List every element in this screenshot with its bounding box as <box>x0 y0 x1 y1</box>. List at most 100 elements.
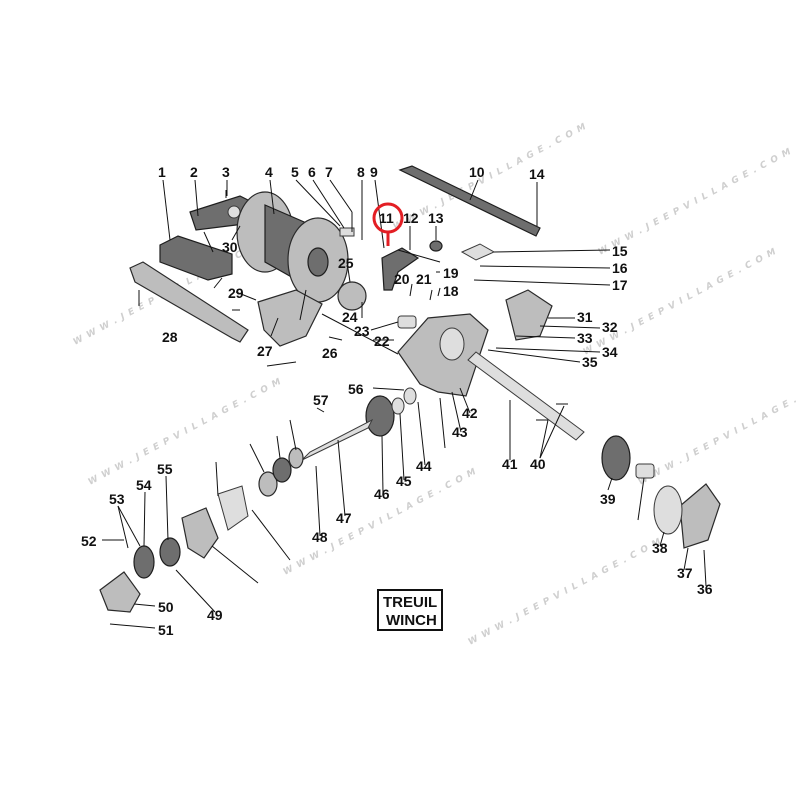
left-bracket <box>159 235 233 281</box>
callout-label: 56 <box>348 381 364 397</box>
callout-label: 14 <box>529 166 545 182</box>
foot-bracket <box>257 289 323 347</box>
callout-label: 53 <box>109 491 125 507</box>
gasket-plate <box>217 485 249 531</box>
callout-label: 37 <box>677 565 693 581</box>
callouts: 1 2 3 4 5 6 7 8 9 10 11 12 13 14 15 16 1… <box>81 164 713 638</box>
callout-label: 40 <box>530 456 546 472</box>
callout-label: 30 <box>222 239 238 255</box>
bearing <box>258 471 278 497</box>
callout-label: 22 <box>374 333 390 349</box>
callout-label: 48 <box>312 529 328 545</box>
callout-label-highlighted: 11 <box>379 210 394 226</box>
mounting-rail <box>129 261 249 343</box>
callout-label: 44 <box>416 458 432 474</box>
title-frame <box>377 589 443 631</box>
callout-label: 7 <box>325 164 333 180</box>
spur-gear <box>601 435 631 481</box>
callout-label: 1 <box>158 164 166 180</box>
thrust-bearing <box>391 397 405 415</box>
callout-label: 32 <box>602 319 618 335</box>
callout-label: 24 <box>342 309 358 325</box>
callout-label: 34 <box>602 344 618 360</box>
bearing <box>272 457 292 483</box>
callout-label: 10 <box>469 164 485 180</box>
callout-label: 50 <box>158 599 174 615</box>
main-shaft <box>467 351 585 441</box>
callout-label: 41 <box>502 456 518 472</box>
watermark: W W W . J E E P V I L L A G E . C O M <box>637 377 800 488</box>
plate <box>460 243 496 261</box>
callout-label: 12 <box>403 210 419 226</box>
callout-label: 51 <box>158 622 174 638</box>
callout-label: 20 <box>394 271 410 287</box>
callout-label: 5 <box>291 164 299 180</box>
callout-label: 15 <box>612 243 628 259</box>
callout-label: 23 <box>354 323 370 339</box>
watermark: W W W . J E E P V I L L A G E . C O M <box>282 467 479 578</box>
callout-label: 39 <box>600 491 616 507</box>
pin <box>339 227 355 237</box>
watermark: W W W . J E E P V I L L A G E . C O M <box>597 147 794 258</box>
shift-fork <box>381 247 420 291</box>
callout-label: 28 <box>162 329 178 345</box>
callout-label: 19 <box>443 265 459 281</box>
bushing <box>635 463 655 479</box>
callout-label: 29 <box>228 285 244 301</box>
worm-gear <box>365 395 395 437</box>
callout-label: 43 <box>452 424 468 440</box>
callout-label: 42 <box>462 405 478 421</box>
callout-label: 8 <box>357 164 365 180</box>
callout-label: 17 <box>612 277 628 293</box>
brake-disc <box>133 545 155 579</box>
callout-label: 38 <box>652 540 668 556</box>
callout-label: 3 <box>222 164 230 180</box>
title-line-1: TREUIL <box>383 594 437 611</box>
callout-label: 4 <box>265 164 273 180</box>
callout-label: 47 <box>336 510 352 526</box>
callout-label: 13 <box>428 210 444 226</box>
callout-label: 46 <box>374 486 390 502</box>
callout-label: 31 <box>577 309 593 325</box>
worm-shaft <box>301 418 374 461</box>
guide-roller <box>227 205 241 219</box>
callout-label: 52 <box>81 533 97 549</box>
callout-label: 2 <box>190 164 198 180</box>
callout-label: 6 <box>308 164 316 180</box>
leader-lines <box>102 179 707 629</box>
callout-label: 33 <box>577 330 593 346</box>
callout-label: 9 <box>370 164 378 180</box>
end-cover <box>679 483 721 549</box>
thrust-bearing <box>403 387 417 405</box>
title-line-2: WINCH <box>386 612 437 629</box>
callout-label: 27 <box>257 343 273 359</box>
bearing <box>337 281 367 311</box>
brake-cover <box>181 507 219 559</box>
callout-label: 49 <box>207 607 223 623</box>
housing-bore <box>439 327 465 361</box>
side-cover <box>505 289 553 341</box>
callout-label: 45 <box>396 473 412 489</box>
callout-label: 55 <box>157 461 173 477</box>
callout-label: 26 <box>322 345 338 361</box>
callout-label: 35 <box>582 354 598 370</box>
watermark: W W W . J E E P V I L L A G E . C O M <box>87 377 284 488</box>
brake-housing <box>99 571 141 613</box>
gasket <box>653 485 683 535</box>
callout-label: 54 <box>136 477 152 493</box>
parts <box>99 165 721 613</box>
drum-hub <box>307 247 329 277</box>
brake-drum <box>159 537 181 567</box>
callout-label: 16 <box>612 260 628 276</box>
long-rod <box>321 313 399 355</box>
shift-rod <box>397 249 441 263</box>
sleeve <box>397 315 417 329</box>
title-box: TREUIL WINCH <box>377 589 443 631</box>
bearing <box>288 447 304 469</box>
watermark: W W W . J E E P V I L L A G E . C O M <box>467 537 664 648</box>
callout-label: 25 <box>338 255 354 271</box>
top-brace <box>398 165 541 237</box>
callout-label: 18 <box>443 283 459 299</box>
highlight-marker <box>372 202 404 246</box>
callout-label: 21 <box>416 271 432 287</box>
